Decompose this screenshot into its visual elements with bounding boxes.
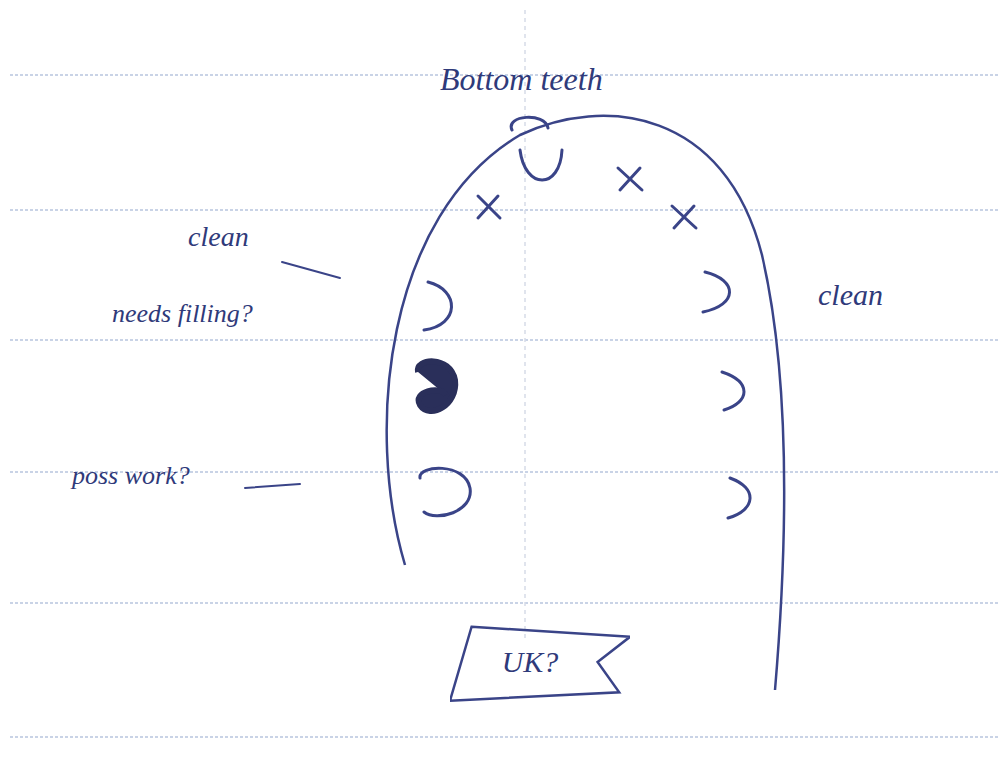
midline xyxy=(524,10,526,640)
handwritten-note: poss work? xyxy=(72,462,192,491)
title: Bottom teeth xyxy=(440,62,603,97)
ruled-lines xyxy=(10,75,998,737)
handwritten-note: needs filling? xyxy=(112,300,262,329)
handwritten-note: clean xyxy=(188,222,249,253)
leader-lines xyxy=(245,262,340,488)
dental-arch xyxy=(387,116,784,690)
box-text: UK? xyxy=(502,645,559,679)
flag-box: UK? xyxy=(450,620,630,704)
filled-tooth-mark xyxy=(418,361,455,411)
tooth-marks xyxy=(420,117,750,518)
handwritten-note: clean xyxy=(818,278,883,311)
